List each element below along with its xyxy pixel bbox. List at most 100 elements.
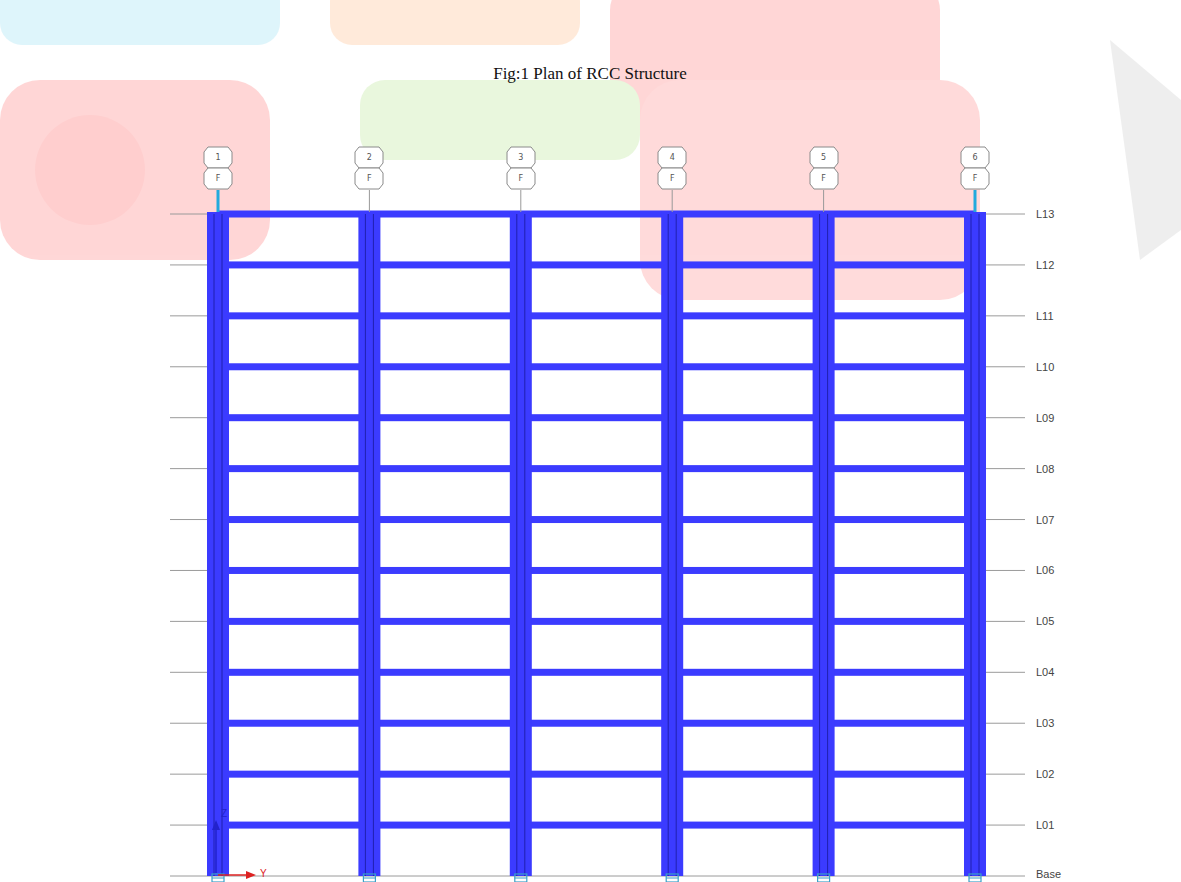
beam: [521, 211, 672, 218]
beam: [824, 465, 975, 472]
beam: [824, 312, 975, 319]
beam: [369, 720, 520, 727]
beam: [824, 211, 975, 218]
bubble-outline: [658, 147, 686, 168]
support-symbol: [666, 874, 678, 882]
column-edge: [222, 214, 223, 876]
level-label: Base: [1036, 868, 1061, 880]
level-label: L09: [1036, 412, 1054, 424]
beam: [672, 261, 823, 268]
grid-tag: F: [657, 174, 687, 184]
bubble-outline: [507, 168, 535, 189]
column-edge: [373, 214, 374, 876]
beam: [521, 516, 672, 523]
level-label: L11: [1036, 310, 1054, 322]
column-edge: [214, 214, 215, 876]
beam: [521, 669, 672, 676]
bubble-outline: [658, 168, 686, 189]
beam: [521, 261, 672, 268]
support-symbol: [666, 878, 678, 879]
grid-stem: [672, 190, 673, 212]
beam: [672, 618, 823, 625]
grid-bubble: 1F: [203, 146, 233, 190]
beam: [369, 822, 520, 829]
beam: [824, 720, 975, 727]
beam: [672, 465, 823, 472]
beam: [521, 363, 672, 370]
column-edge: [676, 214, 677, 876]
grid-number: 1: [203, 153, 233, 163]
beam: [369, 363, 520, 370]
beam: [218, 618, 369, 625]
beam: [369, 465, 520, 472]
bubble-outline: [204, 147, 232, 168]
beam: [672, 211, 823, 218]
beam: [824, 567, 975, 574]
grid-bubble: 5F: [809, 146, 839, 190]
support-symbol: [363, 874, 375, 882]
bubble-outline: [355, 168, 383, 189]
beam: [521, 618, 672, 625]
column: [964, 212, 986, 876]
bubble-outline: [204, 168, 232, 189]
beam: [218, 363, 369, 370]
grid-number: 5: [809, 153, 839, 163]
beam: [521, 567, 672, 574]
support-symbol: [818, 874, 830, 882]
grid-bubble: 4F: [657, 146, 687, 190]
column-edge: [365, 214, 366, 876]
beam: [672, 312, 823, 319]
beam: [672, 414, 823, 421]
axis-triad: [212, 820, 256, 879]
grid-tag: F: [809, 174, 839, 184]
level-label: L06: [1036, 564, 1054, 576]
beam: [218, 414, 369, 421]
beam: [218, 516, 369, 523]
beam: [672, 516, 823, 523]
column: [813, 212, 835, 876]
grid-stem: [369, 190, 370, 212]
beam: [218, 261, 369, 268]
support-symbol: [969, 874, 981, 882]
bubble-outline: [355, 147, 383, 168]
beam: [369, 771, 520, 778]
column-edge: [668, 214, 669, 876]
level-label: L01: [1036, 819, 1054, 831]
beam: [218, 669, 369, 676]
support-symbol: [363, 878, 375, 879]
beam: [369, 312, 520, 319]
column: [661, 212, 683, 876]
beam: [521, 822, 672, 829]
level-label: L02: [1036, 768, 1054, 780]
beam: [824, 261, 975, 268]
grid-stem: [974, 190, 977, 212]
bubble-outline: [961, 168, 989, 189]
beam: [824, 669, 975, 676]
beam: [824, 363, 975, 370]
grid-number: 3: [506, 153, 536, 163]
beam: [369, 414, 520, 421]
support-symbol: [969, 878, 981, 879]
beam: [369, 618, 520, 625]
bubble-outline: [810, 147, 838, 168]
bubble-outline: [961, 147, 989, 168]
column-edge: [516, 214, 517, 876]
level-label: L04: [1036, 666, 1054, 678]
column: [510, 212, 532, 876]
grid-stem: [217, 190, 220, 212]
beam: [672, 669, 823, 676]
axis-label: Y: [260, 868, 267, 879]
beam: [824, 516, 975, 523]
grid-stem: [823, 190, 824, 212]
beam: [672, 720, 823, 727]
grid-stem: [520, 190, 521, 212]
support-symbol: [515, 874, 527, 882]
beam: [824, 822, 975, 829]
level-label: L05: [1036, 615, 1054, 627]
beam: [218, 822, 369, 829]
beam: [672, 567, 823, 574]
column-edge: [524, 214, 525, 876]
level-label: L08: [1036, 463, 1054, 475]
